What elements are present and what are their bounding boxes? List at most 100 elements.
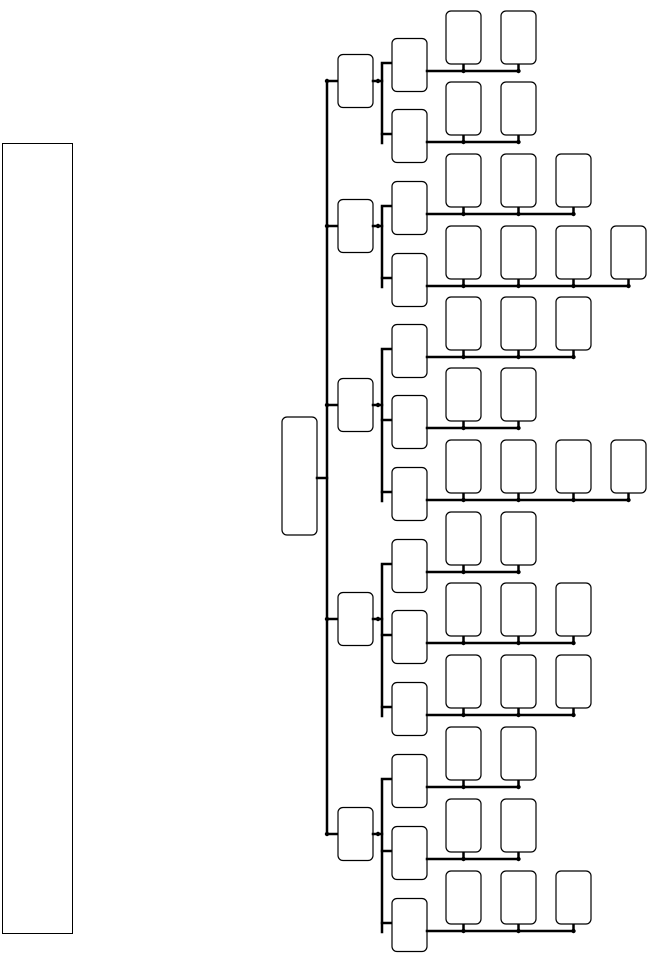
leaf-junction-dot xyxy=(461,712,466,718)
leaf-junction-dot xyxy=(461,283,466,289)
leaf-junction-dot xyxy=(571,928,576,934)
leaf-junction-dot xyxy=(571,712,576,718)
branch-junction-dot xyxy=(324,78,330,84)
leaf-junction-dot xyxy=(571,283,576,289)
group-node xyxy=(391,323,428,379)
leaf-junction-dot xyxy=(461,139,466,145)
leaf-junction-dot xyxy=(516,139,521,145)
group-node xyxy=(391,252,428,308)
leaf-node xyxy=(555,439,592,494)
leaf-node xyxy=(445,10,482,65)
leaf-junction-dot xyxy=(516,211,521,217)
branch-node xyxy=(337,591,374,647)
leaf-junction-dot xyxy=(461,856,466,862)
leaf-junction-dot xyxy=(571,354,576,360)
branch-node xyxy=(337,198,374,254)
branch-junction-dot xyxy=(324,223,330,229)
leaf-junction-dot xyxy=(516,354,521,360)
leaf-junction-dot xyxy=(571,211,576,217)
leaf-junction-dot xyxy=(461,928,466,934)
group-node xyxy=(391,180,428,236)
group-node xyxy=(391,37,428,93)
leaf-node xyxy=(500,10,537,65)
leaf-node xyxy=(555,153,592,208)
branch-node xyxy=(337,806,374,862)
leaf-junction-dot xyxy=(461,569,466,575)
leaf-junction-dot xyxy=(516,497,521,503)
leaf-junction-dot xyxy=(516,856,521,862)
leaf-junction-dot xyxy=(461,68,466,74)
leaf-junction-dot xyxy=(626,283,631,289)
leaf-junction-dot xyxy=(461,354,466,360)
leaf-node xyxy=(555,296,592,351)
root-node xyxy=(281,416,318,536)
leaf-node xyxy=(500,582,537,637)
leaf-node xyxy=(445,654,482,709)
leaf-node xyxy=(500,81,537,136)
group-node xyxy=(391,609,428,665)
group-node xyxy=(391,466,428,522)
leaf-node xyxy=(500,153,537,208)
leaf-junction-dot xyxy=(516,640,521,646)
group-node xyxy=(391,538,428,594)
leaf-junction-dot xyxy=(516,784,521,790)
leaf-junction-dot xyxy=(516,569,521,575)
branch-exit-dot xyxy=(375,402,381,408)
group-node xyxy=(391,394,428,450)
branch-exit-dot xyxy=(375,223,381,229)
leaf-node xyxy=(500,798,537,853)
leaf-node xyxy=(500,511,537,566)
leaf-node xyxy=(555,582,592,637)
leaf-node xyxy=(555,225,592,280)
leaf-node xyxy=(445,870,482,925)
leaf-node xyxy=(610,439,647,494)
leaf-node xyxy=(445,296,482,351)
group-node xyxy=(391,681,428,737)
leaf-node xyxy=(500,654,537,709)
leaf-junction-dot xyxy=(571,640,576,646)
empty-side-panel xyxy=(2,143,73,934)
leaf-node xyxy=(445,439,482,494)
branch-junction-dot xyxy=(324,402,330,408)
leaf-junction-dot xyxy=(516,928,521,934)
leaf-node xyxy=(500,367,537,422)
leaf-node xyxy=(445,726,482,781)
leaf-junction-dot xyxy=(461,211,466,217)
leaf-node xyxy=(445,225,482,280)
leaf-junction-dot xyxy=(516,283,521,289)
leaf-node xyxy=(500,870,537,925)
group-node xyxy=(391,825,428,881)
branch-exit-dot xyxy=(375,616,381,622)
leaf-node xyxy=(500,439,537,494)
leaf-node xyxy=(610,225,647,280)
leaf-node xyxy=(445,582,482,637)
branch-node xyxy=(337,377,374,433)
leaf-junction-dot xyxy=(461,497,466,503)
branch-exit-dot xyxy=(375,831,381,837)
group-node xyxy=(391,753,428,809)
leaf-junction-dot xyxy=(461,784,466,790)
branch-junction-dot xyxy=(324,616,330,622)
leaf-node xyxy=(555,654,592,709)
leaf-junction-dot xyxy=(461,640,466,646)
leaf-node xyxy=(445,81,482,136)
branch-junction-dot xyxy=(324,831,330,837)
group-node xyxy=(391,108,428,164)
leaf-node xyxy=(500,225,537,280)
leaf-junction-dot xyxy=(571,497,576,503)
leaf-junction-dot xyxy=(516,712,521,718)
leaf-node xyxy=(555,870,592,925)
leaf-junction-dot xyxy=(461,425,466,431)
group-node xyxy=(391,897,428,953)
leaf-node xyxy=(500,296,537,351)
branch-node xyxy=(337,53,374,109)
leaf-junction-dot xyxy=(626,497,631,503)
branch-exit-dot xyxy=(375,78,381,84)
leaf-node xyxy=(445,367,482,422)
leaf-node xyxy=(500,726,537,781)
leaf-node xyxy=(445,153,482,208)
leaf-node xyxy=(445,511,482,566)
leaf-junction-dot xyxy=(516,68,521,74)
leaf-junction-dot xyxy=(516,425,521,431)
